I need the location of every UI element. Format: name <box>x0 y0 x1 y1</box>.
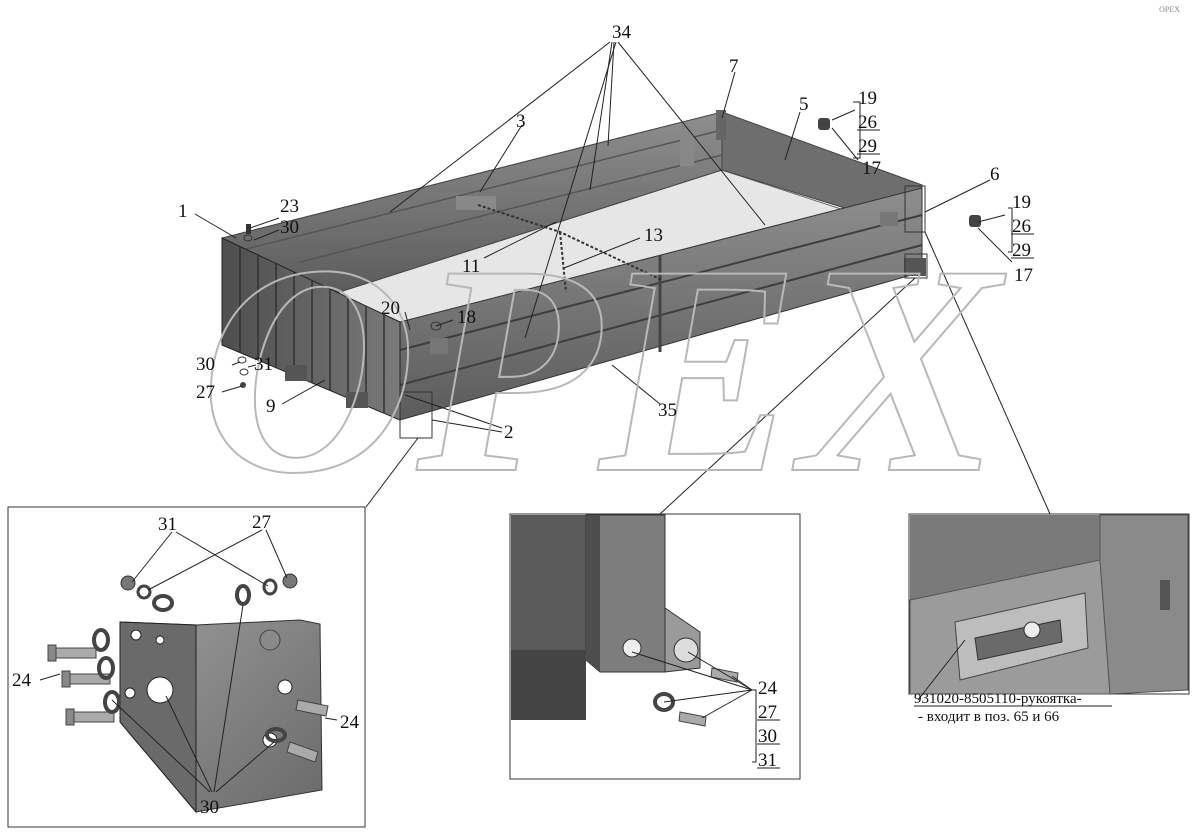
callout-5: 5 <box>799 94 809 115</box>
callout-6: 6 <box>990 164 1000 185</box>
corner-post <box>680 126 694 166</box>
side-latch <box>632 292 650 306</box>
washer-icon <box>265 727 287 743</box>
bolt-icon <box>246 224 251 234</box>
callout-35: 35 <box>658 400 677 421</box>
callout-3: 3 <box>516 111 526 132</box>
washer-icon <box>237 356 247 364</box>
callout-labels: 34 7 5 19 26 29 17 3 6 19 26 29 17 1 23 … <box>12 22 1033 818</box>
callout-26: 26 <box>858 112 877 133</box>
hinge-bracket <box>285 365 307 381</box>
washer-icon <box>653 692 675 712</box>
washer-icon <box>103 690 121 714</box>
callout-29: 29 <box>1012 240 1031 261</box>
detail-panel-hinge <box>7 506 366 828</box>
callout-26: 26 <box>1012 216 1031 237</box>
callout-2: 2 <box>504 422 514 443</box>
corner-stake <box>904 258 926 276</box>
callout-19: 19 <box>858 88 877 109</box>
watermark: OPEX <box>200 203 1006 535</box>
callout-17: 17 <box>862 158 881 179</box>
callout-31: 31 <box>158 514 177 535</box>
callout-7: 7 <box>729 56 739 77</box>
detail-zone-box <box>904 253 928 279</box>
callout-24: 24 <box>758 678 778 699</box>
bolt-icon <box>678 711 707 727</box>
detail-panel-handle <box>908 513 1190 695</box>
callout-30: 30 <box>280 217 299 238</box>
side-latch <box>880 212 898 226</box>
callout-34: 34 <box>612 22 632 43</box>
cargo-body <box>221 110 981 421</box>
callout-19: 19 <box>1012 192 1031 213</box>
side-latch <box>430 338 448 354</box>
callout-27: 27 <box>196 382 215 403</box>
stake-pocket <box>716 110 726 140</box>
spring-washer-icon <box>136 584 152 600</box>
callout-11: 11 <box>462 256 480 277</box>
washer-icon <box>239 368 249 376</box>
washer-icon <box>92 628 110 652</box>
bolt-icon <box>47 644 97 662</box>
callout-27: 27 <box>252 512 271 533</box>
note-line-2: - входит в поз. 65 и 66 <box>918 709 1060 725</box>
corner-mark: ОРЕХ <box>1159 5 1180 14</box>
bolt-icon <box>286 741 319 763</box>
bolt-icon <box>65 708 115 726</box>
callout-1: 1 <box>178 201 188 222</box>
callout-20: 20 <box>381 298 400 319</box>
nut-icon <box>282 573 298 589</box>
callout-30: 30 <box>758 726 777 747</box>
callout-13: 13 <box>644 225 663 246</box>
bushing-icon <box>969 215 981 227</box>
detail-panel-post <box>509 513 801 780</box>
callout-24: 24 <box>340 712 360 733</box>
chain <box>559 231 567 293</box>
detail-zone-box <box>399 391 433 439</box>
bolt-icon <box>710 667 739 683</box>
callout-24: 24 <box>12 670 32 691</box>
spring-washer-icon <box>262 578 278 596</box>
callout-31: 31 <box>758 750 777 771</box>
washer-icon <box>235 584 251 606</box>
washer-icon <box>97 656 115 680</box>
bolt-icon <box>61 670 111 688</box>
callout-18: 18 <box>457 307 476 328</box>
hinge-bracket <box>346 392 368 408</box>
callout-17: 17 <box>1014 265 1033 286</box>
callout-30: 30 <box>200 797 219 818</box>
callout-29: 29 <box>858 136 877 157</box>
washer-icon <box>152 594 174 612</box>
callout-30: 30 <box>196 354 215 375</box>
callout-23: 23 <box>280 196 299 217</box>
washer-icon <box>430 321 442 331</box>
note-line-1: 931020-8505110-рукоятка- <box>914 691 1082 707</box>
bolt-icon <box>295 699 329 717</box>
bushing-icon <box>818 118 830 130</box>
callout-9: 9 <box>266 396 276 417</box>
callout-underlines <box>757 129 1112 769</box>
washer-icon <box>243 234 253 242</box>
callout-31: 31 <box>254 354 273 375</box>
nut-icon <box>120 575 136 591</box>
detail-zone-box <box>904 185 926 233</box>
leader-lines <box>39 41 1051 793</box>
top-latch <box>456 196 496 210</box>
callout-27: 27 <box>758 702 777 723</box>
tailgate-ribs <box>239 246 385 413</box>
